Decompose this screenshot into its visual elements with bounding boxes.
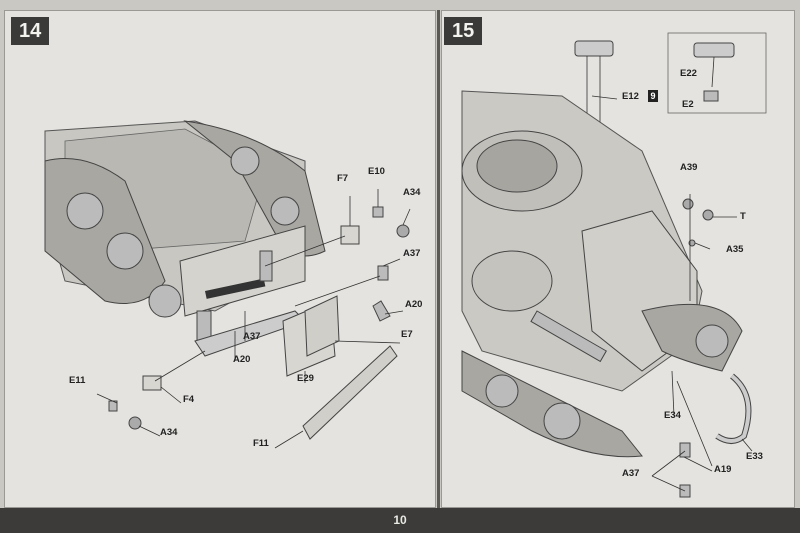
- page-number: 10: [393, 513, 407, 527]
- part-label: F7: [337, 173, 349, 184]
- step-number: 15: [444, 17, 483, 45]
- glue-icon: 9: [648, 90, 658, 102]
- part-label: T: [740, 211, 746, 222]
- part-label: E11: [69, 375, 86, 386]
- part-label: A34: [403, 187, 421, 198]
- step-15-illustration: [461, 32, 767, 498]
- part-label: A20: [233, 354, 251, 365]
- part-label: E34: [664, 410, 681, 421]
- part-label: A37: [622, 468, 640, 479]
- part-label: A34: [160, 427, 178, 438]
- part-label: A39: [680, 162, 698, 173]
- part-label: E2: [682, 99, 694, 110]
- part-label: A37: [403, 248, 421, 259]
- part-label: A20: [405, 299, 423, 310]
- part-label: E10: [368, 166, 385, 177]
- part-label: E29: [297, 373, 314, 384]
- part-label: A35: [726, 244, 744, 255]
- part-label: A19: [714, 464, 732, 475]
- step-14-panel: 14: [4, 10, 436, 508]
- part-label: E7: [401, 329, 413, 340]
- part-label: E33: [746, 451, 763, 462]
- part-label: E22: [680, 68, 697, 79]
- part-label: E12: [622, 91, 639, 102]
- step-14-illustration: [44, 120, 411, 449]
- step-15-panel: 15: [441, 10, 795, 508]
- part-label: A37: [243, 331, 261, 342]
- center-divider: [437, 10, 440, 508]
- part-label: F4: [183, 394, 195, 405]
- step-number: 14: [11, 17, 50, 45]
- page-footer: 10: [0, 508, 800, 533]
- part-label: F11: [253, 438, 269, 449]
